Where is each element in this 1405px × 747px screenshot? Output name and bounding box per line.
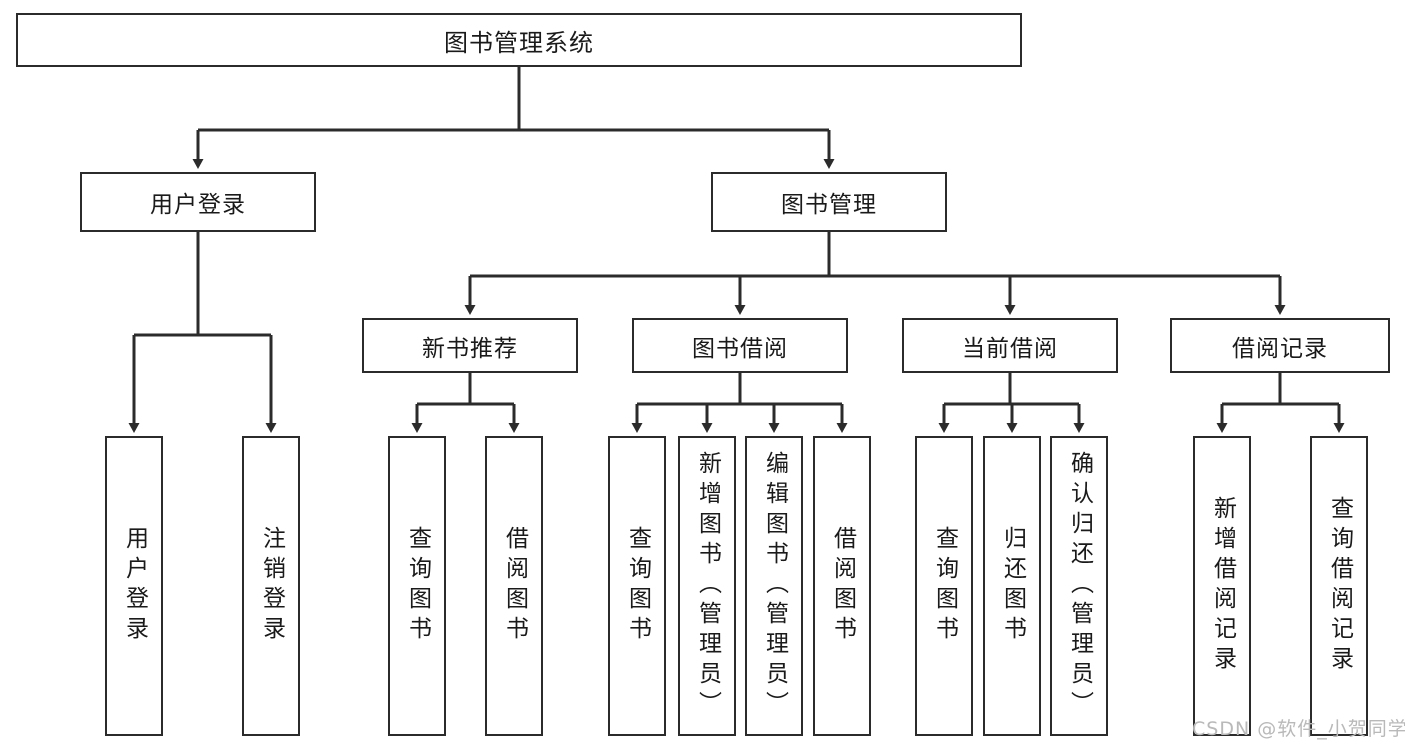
watermark-text: CSDN @软件_小贺同学 — [1192, 718, 1405, 740]
node-borrow-record[interactable]: 借阅记录 — [1170, 318, 1390, 373]
node-leaf-edit-book[interactable]: 编辑图书（管理员） — [745, 436, 803, 736]
node-root-label: 图书管理系统 — [444, 28, 594, 57]
node-leaf-edit-book-label: 编辑图书（管理员） — [761, 451, 788, 721]
node-user-login-label: 用户登录 — [150, 192, 246, 218]
node-current-borrow-label: 当前借阅 — [962, 335, 1058, 362]
node-leaf-query-record-label: 查询借阅记录 — [1326, 496, 1353, 676]
node-book-manage-label: 图书管理 — [781, 192, 877, 218]
node-leaf-add-book[interactable]: 新增图书（管理员） — [678, 436, 736, 736]
node-leaf-query-book-borrow[interactable]: 查询图书 — [608, 436, 666, 736]
node-leaf-borrow-book-rec-label: 借阅图书 — [501, 526, 528, 646]
node-leaf-confirm-return-label: 确认归还（管理员） — [1066, 451, 1093, 721]
node-leaf-user-login[interactable]: 用户登录 — [105, 436, 163, 736]
node-leaf-return-book-label: 归还图书 — [999, 526, 1026, 646]
node-new-book-rec[interactable]: 新书推荐 — [362, 318, 578, 373]
node-borrow-record-label: 借阅记录 — [1232, 335, 1328, 362]
node-leaf-user-logout[interactable]: 注销登录 — [242, 436, 300, 736]
node-leaf-user-logout-label: 注销登录 — [258, 526, 285, 646]
node-leaf-query-book-cur-label: 查询图书 — [931, 526, 958, 646]
node-book-manage[interactable]: 图书管理 — [711, 172, 947, 232]
node-leaf-query-book-rec[interactable]: 查询图书 — [388, 436, 446, 736]
node-leaf-borrow-book[interactable]: 借阅图书 — [813, 436, 871, 736]
node-leaf-confirm-return[interactable]: 确认归还（管理员） — [1050, 436, 1108, 736]
node-leaf-add-record-label: 新增借阅记录 — [1209, 496, 1236, 676]
node-current-borrow[interactable]: 当前借阅 — [902, 318, 1118, 373]
node-leaf-user-login-label: 用户登录 — [121, 526, 148, 646]
node-book-borrow-label: 图书借阅 — [692, 335, 788, 362]
node-root[interactable]: 图书管理系统 — [16, 13, 1022, 67]
node-leaf-query-book-cur[interactable]: 查询图书 — [915, 436, 973, 736]
node-leaf-return-book[interactable]: 归还图书 — [983, 436, 1041, 736]
node-leaf-add-book-label: 新增图书（管理员） — [694, 451, 721, 721]
node-leaf-borrow-book-label: 借阅图书 — [829, 526, 856, 646]
node-leaf-query-record[interactable]: 查询借阅记录 — [1310, 436, 1368, 736]
node-leaf-add-record[interactable]: 新增借阅记录 — [1193, 436, 1251, 736]
node-user-login[interactable]: 用户登录 — [80, 172, 316, 232]
node-book-borrow[interactable]: 图书借阅 — [632, 318, 848, 373]
node-leaf-borrow-book-rec[interactable]: 借阅图书 — [485, 436, 543, 736]
node-leaf-query-book-rec-label: 查询图书 — [404, 526, 431, 646]
node-new-book-rec-label: 新书推荐 — [422, 335, 518, 362]
node-leaf-query-book-borrow-label: 查询图书 — [624, 526, 651, 646]
